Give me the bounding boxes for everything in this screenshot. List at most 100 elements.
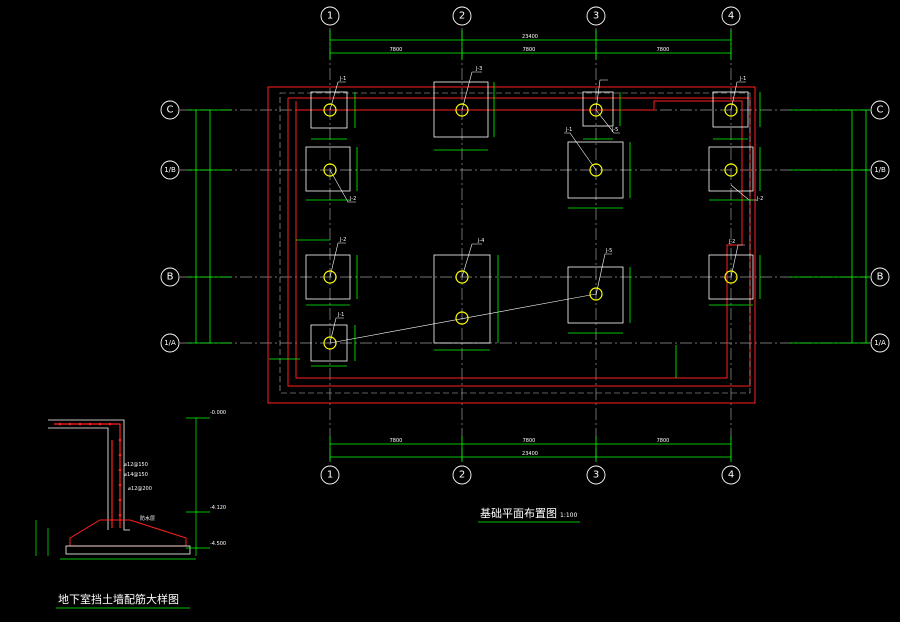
footing-c3 [582,91,614,127]
detail-elev-bot: -4.500 [210,541,226,547]
dim-span-top-1: 7800 [390,47,403,53]
dim-span-bot-2: 7800 [523,438,536,444]
foundation-edge [279,92,751,394]
tag-j2-d: J-2 [728,239,735,245]
detail-rebar-1: ⌀12@150 [124,462,148,468]
grid-label-right-b: B [877,272,884,283]
detail-elev-mid: -4.120 [210,505,226,511]
detail-base [65,545,191,555]
grid-bubble-left-1a [160,333,180,353]
footing-c4 [712,91,749,128]
grid-bubble-top-2 [452,6,472,26]
tag-j2-b: J-2 [756,196,763,202]
grid-label-top-2: 2 [459,11,465,22]
dim-total-bot: 23400 [522,451,538,457]
wall-detail: -0.000 -4.120 -4.500 ⌀12@150 ⌀14@150 ⌀12… [35,410,226,560]
plan-title: 基础平面布置图 [480,507,557,520]
outer-outline [267,86,756,404]
grid-bubble-bot-1 [320,465,340,485]
grid-bubble-bot-2 [452,465,472,485]
tag-j1-c: J-1 [565,127,572,133]
column [589,287,603,301]
detail-footing [69,519,187,547]
grid-label-bot-1: 1 [327,470,333,481]
footing-b2 [433,254,491,344]
footings [305,81,754,362]
grid-label-right-c: C [877,105,884,116]
grid-label-left-1b: 1/B [164,166,176,174]
tag-j1-d: J-1 [337,312,344,318]
footing-b4 [708,254,754,300]
footing-tag-text: J-1 J-3 J-1 J-5 J-1 J-2 J-2 J-2 J-4 J-5 … [337,66,763,318]
grid-bubble-top-1 [320,6,340,26]
footing-b1 [305,254,351,300]
detail-slab [48,419,130,531]
grid-label-left-b: B [167,272,174,283]
detail-wall-outer [48,427,109,530]
detail-rebar-dots [58,422,122,517]
grid-bubble-bot-3 [586,465,606,485]
inner-outline [295,100,743,379]
grid-bubble-right-1a [870,333,890,353]
footing-1a1 [310,324,348,362]
column [589,103,603,117]
grid-bubble-left-1b [160,160,180,180]
grid-label-top-1: 1 [327,11,333,22]
grid-bubble-right-c [870,100,890,120]
tag-j2-c: J-2 [339,237,346,243]
detail-title: 地下室挡土墙配筋大样图 [58,592,179,606]
grid-label-top-3: 3 [593,11,599,22]
detail-note: 防水层 [140,515,155,522]
footing-c1 [310,91,348,129]
footing-tags [329,71,757,344]
inner-outline-2 [287,97,751,387]
column [724,103,738,117]
footing-1b4 [708,146,754,192]
grid-bubble-bot-4 [721,465,741,485]
grid-bubble-top-4 [721,6,741,26]
detail-rebar-2: ⌀14@150 [124,472,148,478]
dim-span-bot-3: 7800 [657,438,670,444]
tag-j5-a: J-5 [611,127,618,133]
footing-1b3 [567,141,624,199]
column [323,103,337,117]
tag-j5-b: J-5 [605,248,612,254]
grid-label-right-1a: 1/A [874,339,886,347]
columns [323,103,738,350]
detail-rebar-outer [54,423,121,528]
dim-span-top-3: 7800 [657,47,670,53]
outline-walls [267,86,756,404]
dimension-text: 23400 7800 7800 7800 7800 7800 7800 2340… [390,34,670,457]
footing-1b1 [305,146,351,192]
footing-b3 [567,266,624,324]
grid-bubble-left-c [160,100,180,120]
column [323,336,337,350]
column [455,103,469,117]
gray-outline [279,92,751,394]
column [323,270,337,284]
grid-bubbles [160,6,890,485]
column [323,163,337,177]
column [724,163,738,177]
tag-j4-a: J-4 [477,238,484,244]
dim-span-top-2: 7800 [523,47,536,53]
grid-bubble-labels: 1 2 3 4 1 2 3 4 C 1/B B 1/A C 1/B B 1/A [164,11,886,481]
tag-j1-a: J-1 [339,76,346,82]
detail-elev-top: -0.000 [210,410,226,416]
grid-bubble-right-1b [870,160,890,180]
column [455,270,469,284]
tag-j3-a: J-3 [475,66,482,72]
grid-bubble-right-b [870,267,890,287]
dimension-lines [188,30,870,462]
footing-c2 [433,81,489,138]
detail-rebar-3: ⌀12@200 [128,486,152,492]
tag-j1-b: J-1 [739,76,746,82]
column [455,311,469,325]
column [724,270,738,284]
grid-label-left-c: C [167,105,174,116]
dim-total-top: 23400 [522,34,538,40]
grid-label-right-1b: 1/B [874,166,886,174]
grid-label-bot-3: 3 [593,470,599,481]
grid-bubble-left-b [160,267,180,287]
column [589,163,603,177]
